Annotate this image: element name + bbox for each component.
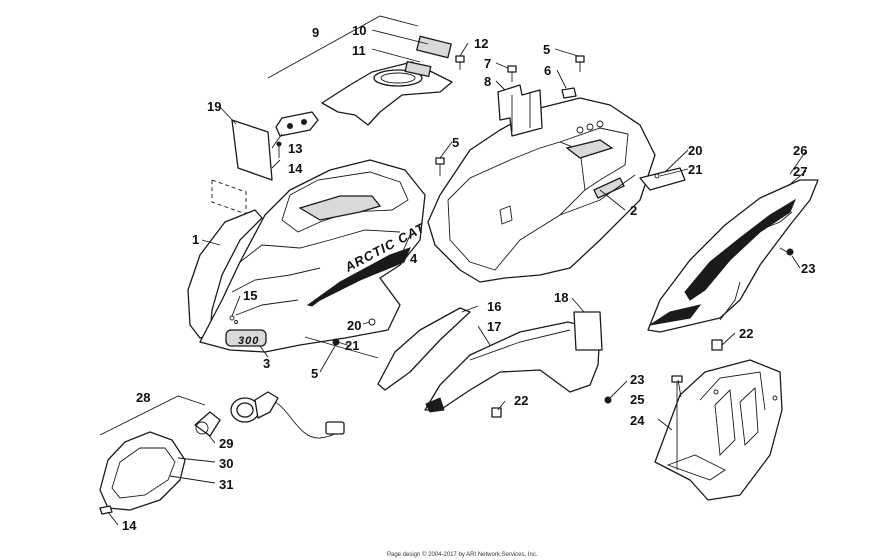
tank-cover-part — [321, 60, 453, 126]
callout-17: 17 — [487, 319, 501, 334]
callout-27: 27 — [793, 164, 807, 179]
bulb-29-part — [194, 411, 221, 437]
callout-10: 10 — [352, 23, 366, 38]
bracket-13-part — [275, 111, 319, 137]
screw-7-part — [507, 65, 517, 82]
callout-18: 18 — [554, 290, 568, 305]
callout-9: 9 — [312, 25, 319, 40]
rear-fender-17-part — [424, 321, 601, 413]
screw-23-left-part — [604, 396, 612, 404]
callout-30: 30 — [219, 456, 233, 471]
callout-5-mid: 5 — [452, 135, 459, 150]
harness-plug-part — [274, 401, 345, 439]
clip-20-21-right-part — [639, 167, 686, 191]
callout-labels: 9 10 11 12 5 7 6 8 19 5 13 14 20 21 26 2… — [122, 23, 815, 533]
callout-21-right: 21 — [688, 162, 702, 177]
screw-5-top-part — [575, 55, 585, 72]
screw-14-bottom-part — [99, 505, 113, 515]
callout-22-right: 22 — [739, 326, 753, 341]
callout-26: 26 — [793, 143, 807, 158]
callout-11: 11 — [352, 43, 366, 58]
callout-8: 8 — [484, 74, 491, 89]
screw-23-right-part — [779, 247, 794, 256]
callout-7: 7 — [484, 56, 491, 71]
callout-5-bottom: 5 — [311, 366, 318, 381]
callout-23-left: 23 — [630, 372, 644, 387]
leader-lines — [107, 29, 807, 526]
callout-19: 19 — [207, 99, 221, 114]
screw-25-part — [671, 375, 683, 470]
decal-10-part — [415, 35, 453, 59]
screw-12-part — [455, 55, 465, 70]
group-bracket-9 — [267, 15, 419, 79]
callout-31: 31 — [219, 477, 233, 492]
reflector-outline — [211, 179, 247, 215]
callout-3: 3 — [263, 356, 270, 371]
callout-20-right: 20 — [688, 143, 702, 158]
model-text: 300 — [238, 335, 259, 347]
callout-28: 28 — [136, 390, 150, 405]
callout-13: 13 — [288, 141, 302, 156]
callout-23-right: 23 — [801, 261, 815, 276]
grommet-6-part — [561, 87, 577, 99]
front-body-4-part: ARCTIC CAT 300 — [199, 159, 428, 353]
callout-21-left: 21 — [345, 338, 359, 353]
socket-29-part — [230, 391, 279, 423]
callout-5-top: 5 — [543, 42, 550, 57]
callout-16: 16 — [487, 299, 501, 314]
seat-24-part — [654, 359, 783, 501]
decal-19-part — [231, 119, 273, 181]
callout-20-left: 20 — [347, 318, 361, 333]
callout-24: 24 — [630, 413, 645, 428]
decal-18-part — [573, 311, 603, 351]
callout-14-top: 14 — [288, 161, 303, 176]
callout-15: 15 — [243, 288, 257, 303]
headlight-housing-30-31-part — [99, 431, 186, 511]
callout-14-bottom: 14 — [122, 518, 137, 533]
callout-25: 25 — [630, 392, 644, 407]
callout-4: 4 — [410, 251, 418, 266]
callout-6: 6 — [544, 63, 551, 78]
nut-22-left-part — [491, 407, 502, 418]
screw-14-part — [276, 141, 282, 158]
clip-20-21-left-part — [332, 318, 376, 346]
rear-fender-16-part — [377, 307, 471, 391]
nut-22-right-part — [711, 339, 723, 351]
callout-12: 12 — [474, 36, 488, 51]
rear-body-2-part — [427, 97, 656, 283]
callout-1: 1 — [192, 232, 199, 247]
callout-2: 2 — [630, 203, 637, 218]
group-bracket-28 — [99, 395, 206, 436]
bracket-8-part — [497, 84, 543, 137]
callout-22-left: 22 — [514, 393, 528, 408]
screw-5-mid-part — [435, 157, 445, 176]
copyright-footer: Page design © 2004-2017 by ARI Network S… — [387, 551, 538, 558]
side-panel-26-part — [647, 179, 819, 333]
callout-29: 29 — [219, 436, 233, 451]
